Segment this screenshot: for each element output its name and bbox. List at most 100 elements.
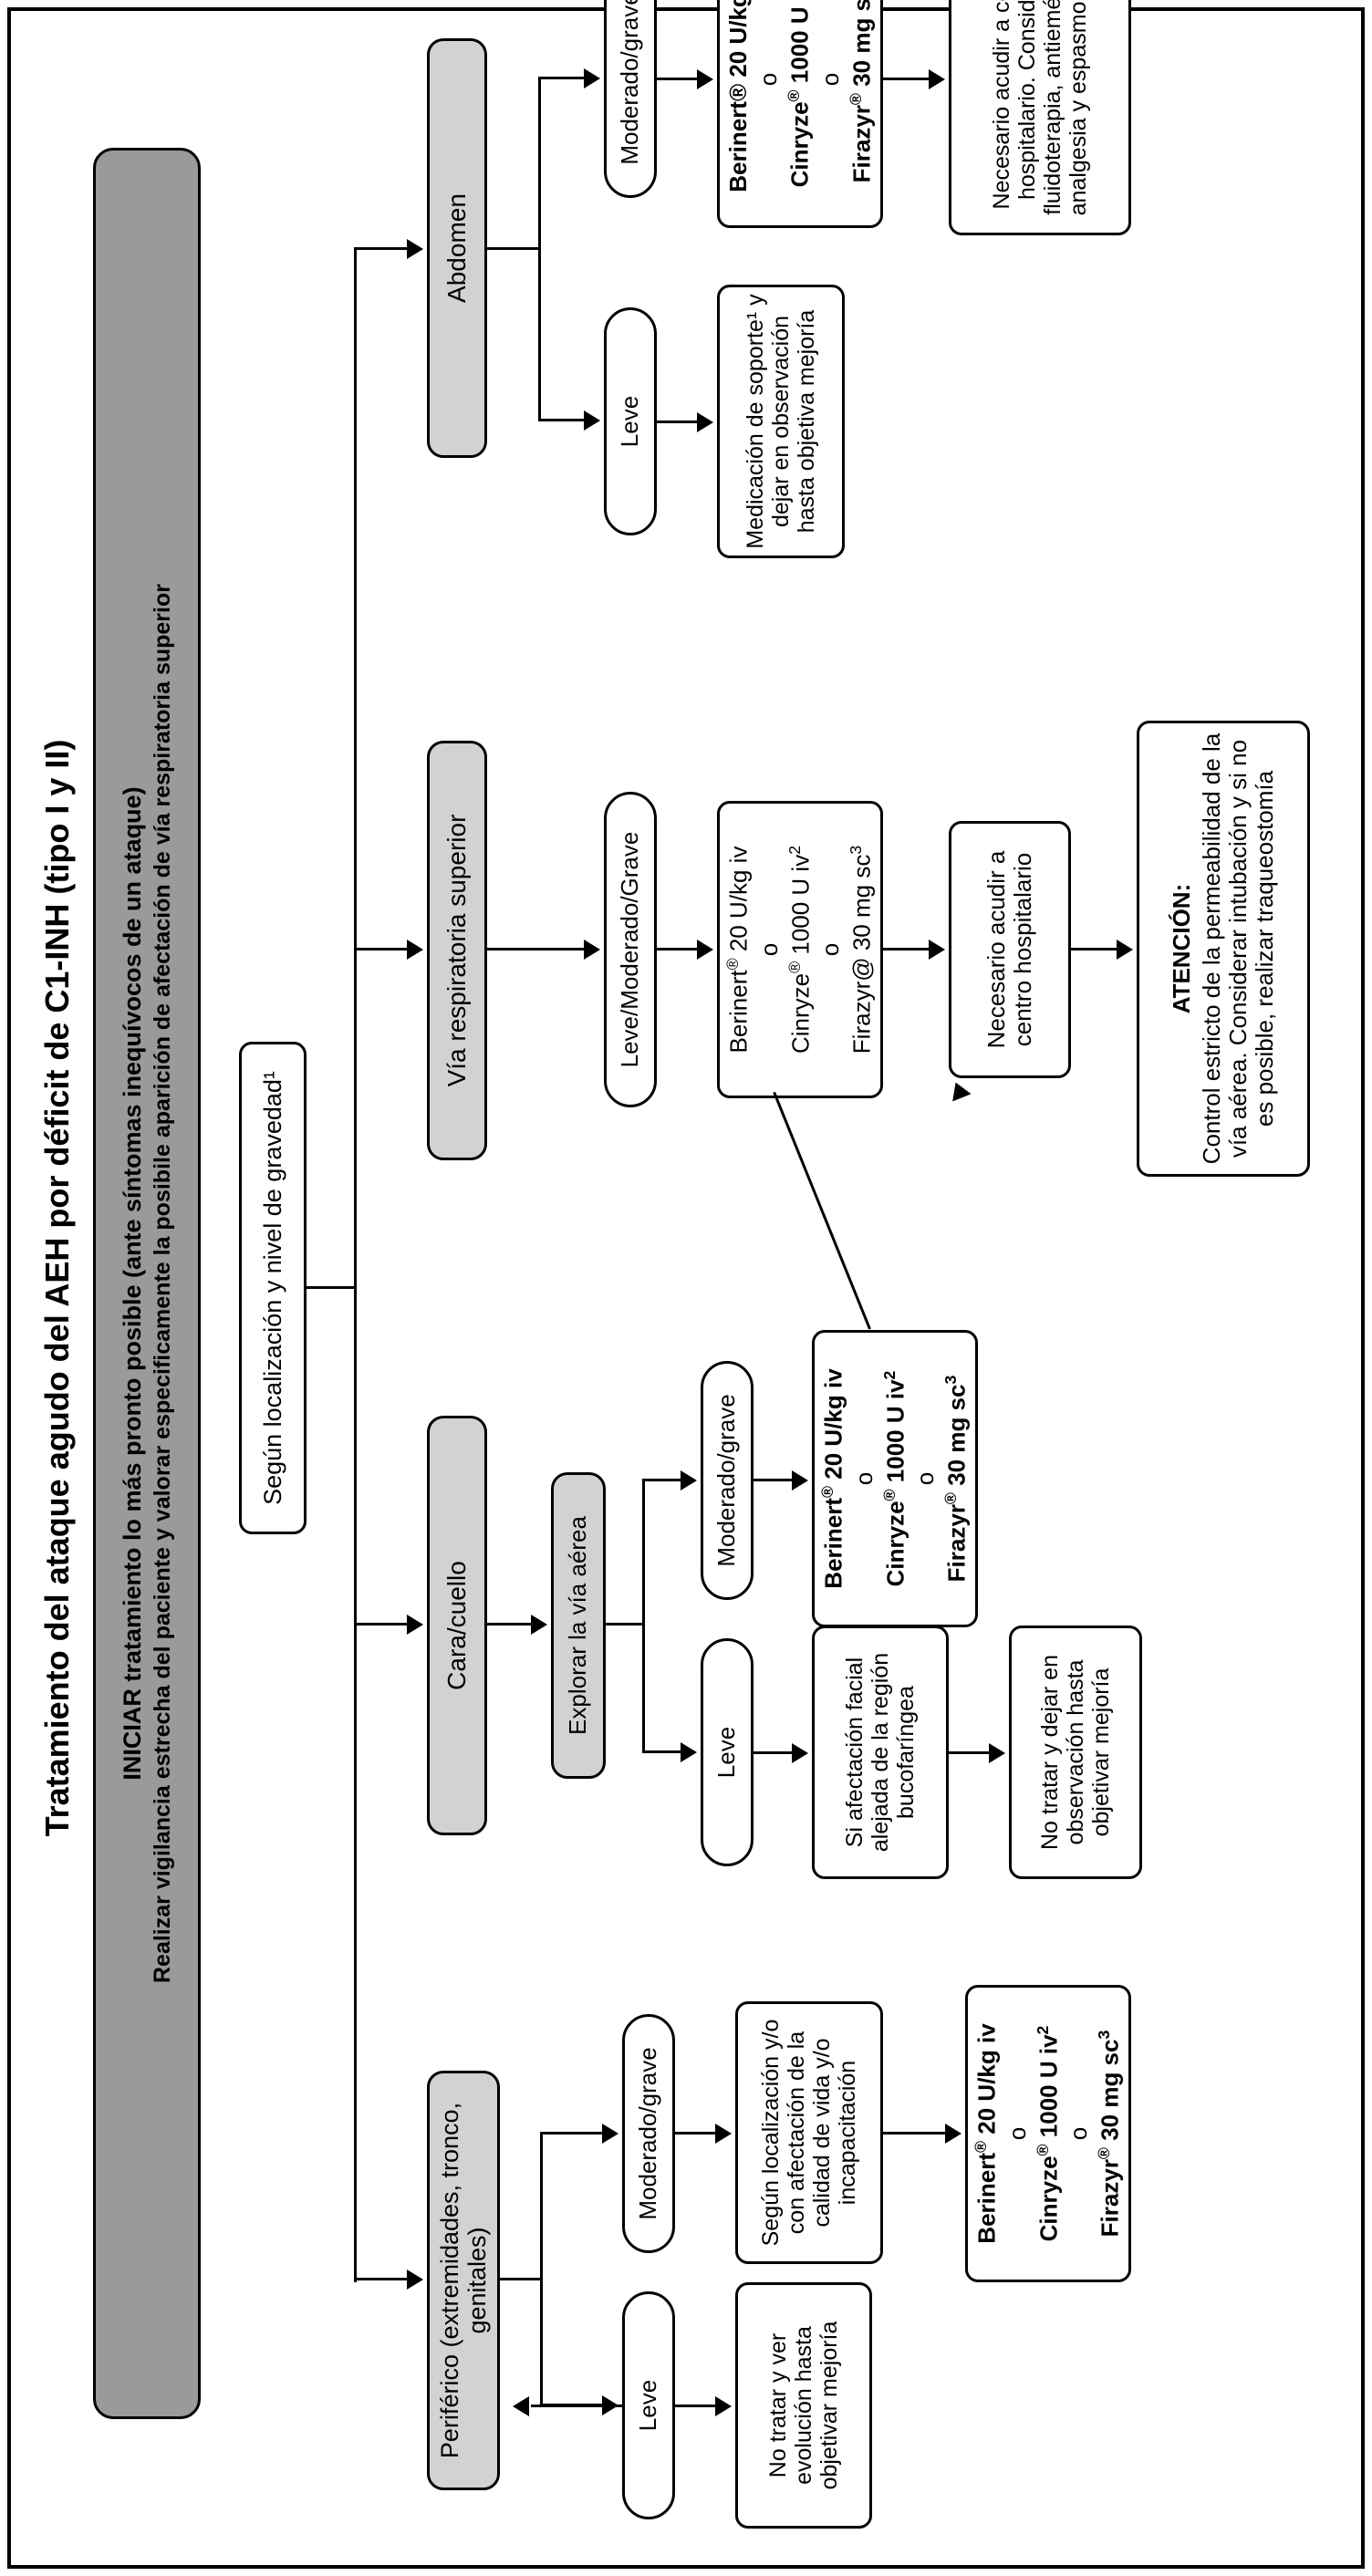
- airway-referral-arrowhead: [929, 940, 945, 960]
- abdomen-leve-to-action: [657, 421, 699, 423]
- face-med-sep-2: o: [911, 1471, 940, 1486]
- abdomen-final-arrowhead: [929, 69, 945, 89]
- peripheral-med-line-2: Cinryze® 1000 U iv2: [1033, 2025, 1063, 2242]
- face-severity-modsev: Moderado/grave: [701, 1361, 754, 1600]
- airway-med-line-1: Berinert® 20 U/kg iv: [722, 846, 753, 1054]
- abdomen-split-bar: [538, 77, 541, 421]
- peripheral-severity-modsev: Moderado/grave: [622, 2014, 675, 2253]
- atencion-arrowhead: [1117, 940, 1133, 960]
- drop-abdomen: [354, 247, 409, 250]
- atencion-body: Control estricto de la permeabilidad de …: [1197, 732, 1279, 1165]
- abdomen-med-line-2: Cinryze® 1000 U iv2: [784, 0, 814, 188]
- face-explore-stem: [606, 1623, 642, 1626]
- category-abdomen-label: Abdomen: [442, 193, 472, 303]
- face-to-explore: [487, 1623, 533, 1626]
- drop-airway: [354, 948, 409, 950]
- category-peripheral-label: Periférico (extremidades, tronco, genita…: [435, 2102, 491, 2459]
- page-title: Tratamiento del ataque agudo del AEH por…: [38, 739, 76, 1837]
- abdomen-mild-action: Medicación de soporte¹ y dejar en observ…: [717, 285, 845, 558]
- peripheral-med-sep-2: o: [1065, 2126, 1093, 2141]
- face-severity-modsev-label: Moderado/grave: [712, 1394, 741, 1567]
- peripheral-check-to-med: [883, 2132, 947, 2135]
- face-mild-check-box: Si afectación facial alejada de la regió…: [812, 1626, 949, 1879]
- abdomen-med-to-final: [883, 78, 930, 80]
- airway-severity-arrowhead: [584, 940, 600, 960]
- abdomen-med-line-3: Firazyr® 30 mg sc3: [846, 0, 876, 183]
- category-face: Cara/cuello: [427, 1416, 487, 1835]
- abdomen-to-leve: [538, 419, 586, 421]
- abdomen-to-leve-arrowhead: [584, 410, 600, 431]
- airway-med-line-3: Firazyr@ 30 mg sc3: [847, 845, 877, 1054]
- page-border: [7, 7, 1365, 2569]
- abdomen-severity-leve-label: Leve: [616, 395, 644, 448]
- face-mild-action-box: No tratar y dejar en observación hasta o…: [1009, 1626, 1142, 1879]
- category-face-label: Cara/cuello: [442, 1561, 472, 1690]
- peripheral-mild-action-box: No tratar y ver evolución hasta objetiva…: [735, 2282, 872, 2529]
- peripheral-check-arrowhead: [715, 2124, 732, 2144]
- face-explore-arrowhead: [531, 1615, 547, 1635]
- category-peripheral: Periférico (extremidades, tronco, genita…: [427, 2071, 500, 2490]
- header-line-2: Realizar vigilancia estrecha del pacient…: [150, 584, 176, 1983]
- face-check-to-action: [949, 1751, 991, 1754]
- abdomen-to-modsev: [538, 77, 586, 79]
- face-check-arrowhead: [792, 1743, 808, 1763]
- peripheral-check-box: Según localización y/o con afectación de…: [735, 2001, 883, 2264]
- atencion-box: ATENCIÓN: Control estricto de la permeab…: [1137, 721, 1310, 1177]
- drop-abdomen-arrowhead: [407, 239, 423, 259]
- abdomen-modsev-to-med: [657, 78, 699, 80]
- airway-severity-label: Leve/Moderado/Grave: [616, 831, 644, 1068]
- peripheral-med-sep-1: o: [1003, 2126, 1031, 2141]
- peripheral-feedback-arrowhead: [513, 2396, 529, 2416]
- face-modsev-to-med: [754, 1479, 794, 1481]
- face-to-modsev: [642, 1479, 682, 1481]
- face-medication-box: Berinert® 20 U/kg iv o Cinryze® 1000 U i…: [812, 1330, 978, 1627]
- airway-med-sep-1: o: [754, 942, 783, 957]
- peripheral-medication-box: Berinert® 20 U/kg iv o Cinryze® 1000 U i…: [965, 1985, 1131, 2282]
- face-med-arrowhead: [792, 1470, 808, 1491]
- airway-med-line-2: Cinryze® 1000 U iv2: [785, 845, 815, 1054]
- face-mild-check-text: Si afectación facial alejada de la regió…: [842, 1652, 919, 1853]
- face-med-sep-1: o: [849, 1471, 878, 1486]
- peripheral-leve-to-action: [675, 2405, 717, 2407]
- face-severity-leve: Leve: [701, 1638, 754, 1866]
- face-med-line-1: Berinert® 20 U/kg iv: [817, 1368, 847, 1589]
- peripheral-med-line-1: Berinert® 20 U/kg iv: [971, 2023, 1001, 2244]
- peripheral-to-modsev: [540, 2132, 604, 2135]
- face-explore-node: Explorar la vía aérea: [551, 1472, 606, 1779]
- face-leve-arrowhead: [681, 1742, 697, 1762]
- face-explore-label: Explorar la vía aérea: [564, 1516, 592, 1735]
- airway-med-arrowhead: [697, 940, 713, 960]
- peripheral-check-text: Según localización y/o con afectación de…: [758, 2019, 860, 2247]
- root-distributor: [354, 248, 357, 2282]
- face-leve-to-check: [754, 1751, 794, 1754]
- face-med-to-airway-referral-diagonal: [773, 1091, 871, 1330]
- abdomen-final-box: Necesario acudir a centro hospitalario. …: [949, 0, 1131, 235]
- category-abdomen: Abdomen: [427, 38, 487, 458]
- airway-med-sep-2: o: [816, 942, 845, 957]
- category-airway-label: Vía respiratoria superior: [442, 814, 472, 1087]
- root-stem: [307, 1286, 354, 1289]
- drop-peripheral: [354, 2278, 409, 2280]
- root-node: Según localización y nivel de gravedad¹: [239, 1042, 307, 1534]
- abdomen-med-sep-1: o: [754, 72, 782, 87]
- abdomen-medication-box: Berinert® 20 U/kg iv o Cinryze® 1000 U i…: [717, 0, 883, 228]
- peripheral-mild-action-arrowhead: [715, 2396, 732, 2416]
- abdomen-severity-leve: Leve: [604, 307, 657, 535]
- peripheral-severity-leve: Leve: [622, 2291, 675, 2519]
- airway-referral-text: Necesario acudir a centro hospitalario: [982, 850, 1036, 1049]
- atencion-heading: ATENCIÓN:: [1167, 883, 1195, 1014]
- peripheral-severity-leve-label: Leve: [634, 2379, 662, 2432]
- header-line-1: INICIAR tratamiento lo más pronto posibl…: [118, 786, 146, 1781]
- airway-to-severity: [487, 948, 586, 950]
- face-severity-leve-label: Leve: [712, 1726, 741, 1779]
- abdomen-final-text: Necesario acudir a centro hospitalario. …: [989, 0, 1091, 216]
- abdomen-mild-action-text: Medicación de soporte¹ y dejar en observ…: [743, 294, 819, 549]
- root-label: Según localización y nivel de gravedad¹: [258, 1071, 286, 1505]
- airway-medication-box: Berinert® 20 U/kg iv o Cinryze® 1000 U i…: [717, 801, 883, 1098]
- peripheral-mild-action-text: No tratar y ver evolución hasta objetiva…: [765, 2321, 842, 2490]
- peripheral-modsev-arrowhead: [602, 2124, 618, 2144]
- airway-med-to-referral: [883, 948, 930, 950]
- drop-airway-arrowhead: [407, 940, 423, 960]
- face-to-referral-arrowhead: [946, 1078, 972, 1102]
